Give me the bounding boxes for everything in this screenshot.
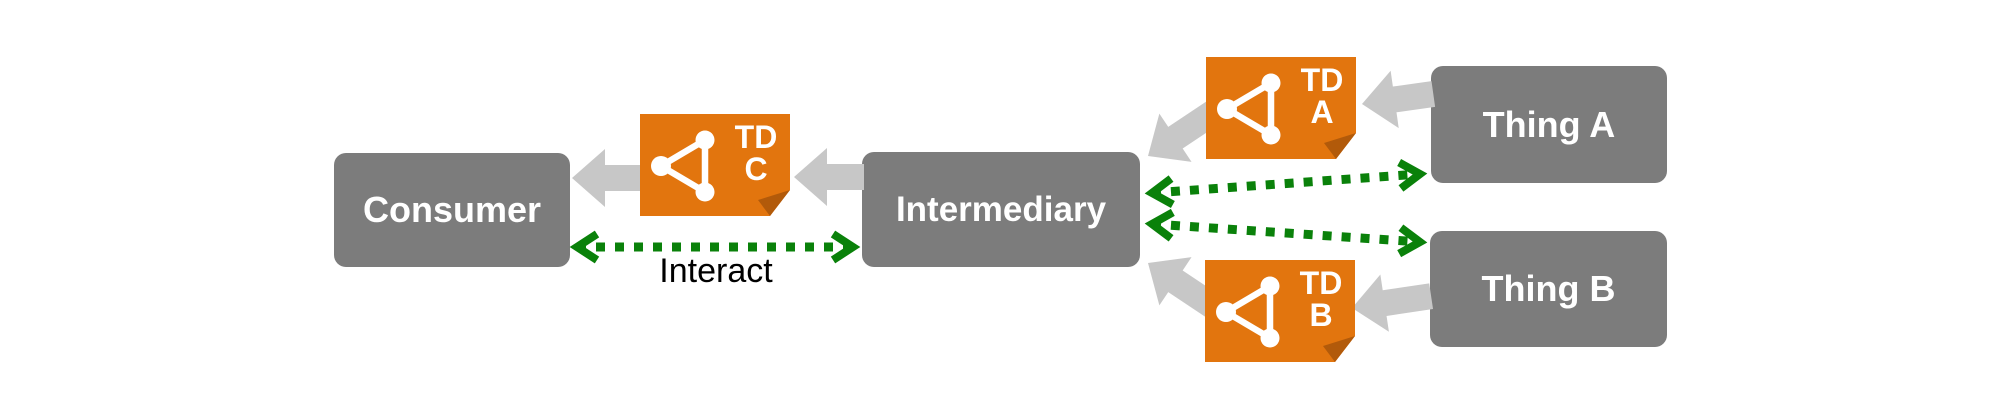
td-b-letter: B [1309, 297, 1333, 333]
arrow-tdc-to-consumer [572, 149, 648, 207]
td-document-icon [1205, 260, 1355, 362]
node-intermediary: Intermediary [862, 152, 1140, 267]
dotted-double-arrow-icon [569, 158, 1428, 264]
td-b-badge: TD B [1205, 260, 1355, 362]
arrow-thing-a-to-tda [1362, 70, 1436, 129]
td-c-letter: C [744, 151, 768, 187]
node-thing-a: Thing A [1431, 66, 1667, 183]
node-graph-icon [1216, 276, 1280, 348]
td-b-prefix: TD [1299, 265, 1343, 301]
node-intermediary-label: Intermediary [895, 189, 1107, 229]
arrow-thing-b-to-tdb [1352, 274, 1434, 332]
td-document-icon [640, 114, 790, 216]
td-b-badge-label: TD B [1289, 267, 1353, 331]
td-c-badge-label: TD C [724, 121, 788, 185]
td-c-prefix: TD [734, 119, 778, 155]
node-thing-b: Thing B [1430, 231, 1667, 347]
td-document-icon [1206, 57, 1356, 159]
node-thing-b-label: Thing B [1481, 268, 1616, 309]
fat-left-arrow-icon [572, 70, 1436, 332]
node-thing-a-label: Thing A [1482, 103, 1616, 145]
td-a-badge: TD A [1206, 57, 1356, 159]
node-consumer: Consumer [334, 153, 570, 267]
interact-intermediary-thing-a [1144, 158, 1428, 209]
interact-intermediary-thing-b [1144, 208, 1428, 258]
td-a-prefix: TD [1300, 62, 1344, 98]
td-a-letter: A [1310, 94, 1334, 130]
interact-label: Interact [659, 252, 773, 290]
td-c-badge: TD C [640, 114, 790, 216]
arrow-intermediary-to-tdc [794, 148, 864, 206]
node-consumer-label: Consumer [362, 189, 542, 230]
node-graph-icon [1217, 73, 1281, 145]
node-graph-icon [651, 130, 715, 202]
td-a-badge-label: TD A [1290, 64, 1354, 128]
